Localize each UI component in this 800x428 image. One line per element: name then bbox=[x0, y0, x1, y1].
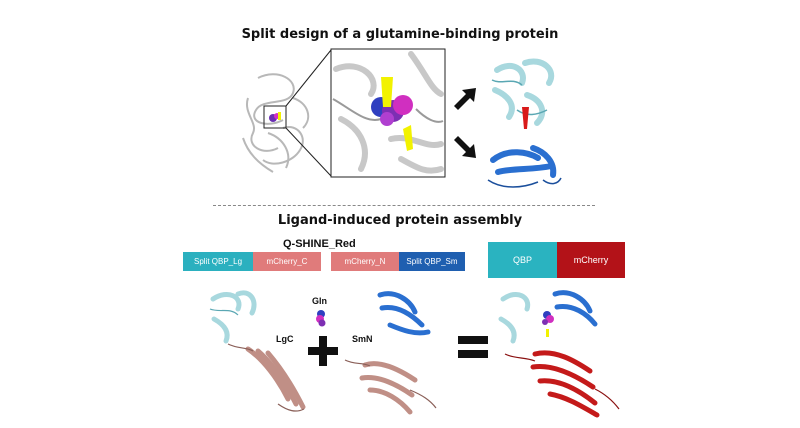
gln-ligand-icon bbox=[316, 310, 326, 327]
small-fragment-structure bbox=[487, 145, 562, 188]
segment-split-qbp-lg: Split QBP_Lg bbox=[183, 252, 253, 271]
label-smn: SmN bbox=[352, 334, 373, 344]
bottom-title: Ligand-induced protein assembly bbox=[277, 213, 523, 228]
assembled-structure bbox=[498, 290, 620, 418]
section-divider bbox=[213, 205, 595, 206]
segment-split-qbp-sm: Split QBP_Sm bbox=[399, 252, 465, 271]
binding-site-zoom bbox=[330, 48, 446, 178]
segment-qbp: QBP bbox=[488, 242, 557, 278]
arrow-to-large-fragment bbox=[454, 88, 476, 110]
equals-icon bbox=[458, 336, 488, 358]
zoom-box bbox=[263, 105, 287, 129]
segment-mcherry-c: mCherry_C bbox=[253, 252, 321, 271]
label-gln: Gln bbox=[312, 296, 327, 306]
lgc-structure bbox=[209, 290, 306, 412]
construct-name: Q-SHINE_Red bbox=[283, 238, 356, 250]
zoom-connector bbox=[285, 49, 332, 177]
smn-structure bbox=[344, 291, 437, 415]
segment-mcherry-n: mCherry_N bbox=[331, 252, 399, 271]
segment-mcherry: mCherry bbox=[557, 242, 625, 278]
label-lgc: LgC bbox=[276, 334, 294, 344]
plus-icon bbox=[308, 336, 338, 366]
full-protein-structure bbox=[242, 73, 310, 173]
top-title: Split design of a glutamine-binding prot… bbox=[241, 27, 559, 42]
large-fragment-structure bbox=[491, 58, 555, 129]
arrow-to-small-fragment bbox=[454, 136, 476, 158]
